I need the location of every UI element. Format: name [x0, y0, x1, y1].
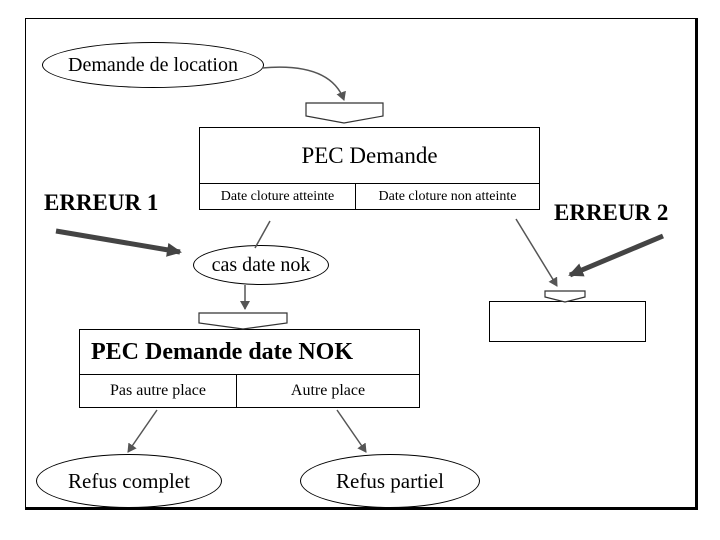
diagram-frame	[25, 18, 698, 510]
pec-demande-cell-left: Date cloture atteinte	[200, 183, 355, 209]
date-cloture-non-atteinte-label: Date cloture non atteinte	[378, 188, 517, 204]
cas-date-nok-node: cas date nok	[193, 245, 329, 285]
pec-demande-title: PEC Demande	[200, 128, 539, 183]
refus-partiel-label: Refus partiel	[336, 468, 444, 493]
pec-demande-date-nok-node: PEC Demande date NOK Pas autre place Aut…	[79, 329, 420, 408]
pec-demande-cell-right: Date cloture non atteinte	[355, 183, 539, 209]
empty-target-box	[489, 301, 646, 342]
pec-demande-node: PEC Demande Date cloture atteinte Date c…	[199, 127, 540, 210]
pec-demande-date-nok-cell-right: Autre place	[236, 374, 419, 407]
date-cloture-atteinte-label: Date cloture atteinte	[220, 188, 335, 204]
pec-demande-date-nok-cell-left: Pas autre place	[80, 374, 236, 407]
erreur-2-label: ERREUR 2	[554, 200, 669, 225]
pec-demande-date-nok-title-text: PEC Demande date NOK	[91, 338, 353, 365]
refus-partiel-node: Refus partiel	[300, 454, 480, 508]
cas-date-nok-label: cas date nok	[211, 253, 311, 276]
refus-complet-label: Refus complet	[68, 468, 190, 493]
erreur-1-label: ERREUR 1	[44, 190, 159, 215]
refus-complet-node: Refus complet	[36, 454, 222, 508]
pas-autre-place-label: Pas autre place	[110, 382, 206, 399]
demande-location-node: Demande de location	[42, 42, 264, 88]
pec-demande-title-text: PEC Demande	[301, 142, 438, 168]
pec-demande-date-nok-title: PEC Demande date NOK	[80, 330, 419, 374]
autre-place-label: Autre place	[290, 382, 366, 399]
demande-location-label: Demande de location	[68, 53, 238, 76]
